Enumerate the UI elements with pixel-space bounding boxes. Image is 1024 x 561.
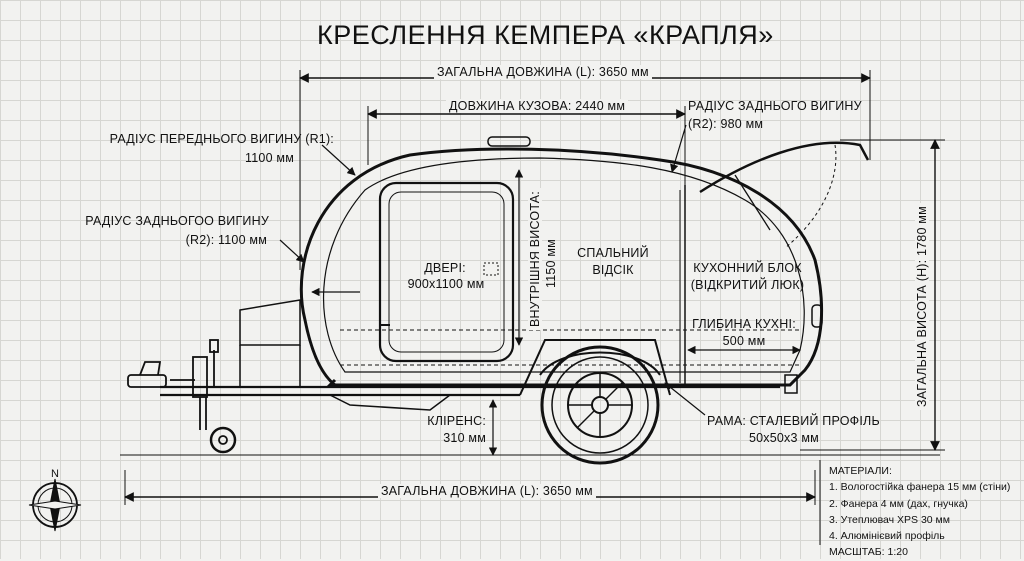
total-height-label: ЗАГАЛЬНА ВИСОТА (H): 1780 мм: [915, 203, 930, 410]
wheel: [540, 345, 660, 465]
material-item-3: 3. Утеплювач XPS 30 мм: [829, 513, 950, 526]
kitchen-depth-value: 500 мм: [722, 334, 766, 348]
door-outline: [378, 181, 515, 363]
frame-value: 50x50x3 мм: [749, 431, 819, 445]
rear-radius-top-title: РАДІУС ЗАДНЬОГО ВИГИНУ: [688, 99, 862, 113]
total-length-top-label: ЗАГАЛЬНА ДОВЖИНА (L): 3650 мм: [434, 65, 652, 80]
total-length-bottom-label: ЗАГАЛЬНА ДОВЖИНА (L): 3650 мм: [378, 484, 596, 499]
chassis-frame: [160, 339, 780, 411]
material-item-4: 4. Алюмінієвий профіль: [829, 530, 945, 543]
sleeping-area-line2: ВІДСІК: [592, 263, 634, 277]
total-height-dim: [800, 139, 945, 451]
front-radius-value: 1100 мм: [245, 151, 294, 165]
materials-box: МАТЕРІАЛИ: 1. Вологостійка фанера 15 мм …: [829, 463, 1010, 561]
material-item-2: 2. Фанера 4 мм (дах, гнучка): [829, 497, 968, 510]
kitchen-line1: КУХОННИЙ БЛОК: [693, 261, 802, 275]
material-item-1: 1. Вологостійка фанера 15 мм (стіни): [829, 481, 1011, 494]
scale-label: МАСШТАБ: 1:20: [829, 546, 908, 559]
page-title: КРЕСЛЕННЯ КЕМПЕРА «КРАПЛЯ»: [317, 20, 774, 50]
rear-radius-top-value: (R2): 980 мм: [688, 117, 764, 131]
hitch: [127, 339, 237, 454]
kitchen-depth-title: ГЛИБИНА КУХНІ:: [692, 317, 796, 331]
inner-height-title: ВНУТРІШНЯ ВИСОТА:: [528, 188, 543, 330]
clearance-title: КЛІРЕНС:: [427, 414, 486, 428]
rear-radius-left-title: РАДІУС ЗАДНЬОГОО ВИГИНУ: [85, 214, 269, 228]
sleeping-area-line1: СПАЛЬНИЙ: [577, 246, 649, 260]
door-value: 900x1100 мм: [407, 277, 485, 291]
door-title: ДВЕРІ:: [424, 261, 466, 275]
kitchen-line2: (ВІДКРИТИЙ ЛЮК): [690, 278, 805, 292]
front-radius-title: РАДІУС ПЕРЕДНЬОГО ВИГИНУ (R1):: [109, 132, 334, 146]
compass-north-label: N: [51, 468, 60, 480]
rear-radius-left-value: (R2): 1100 мм: [185, 233, 267, 247]
inner-height-value: 1150 мм: [544, 239, 558, 288]
kitchen-hatch: [699, 141, 870, 194]
materials-heading: МАТЕРІАЛИ:: [829, 465, 892, 477]
frame-title: РАМА: СТАЛЕВИЙ ПРОФІЛЬ: [707, 414, 880, 428]
body-length-label: ДОВЖИНА КУЗОВА: 2440 мм: [446, 99, 629, 114]
body-length-dim: [367, 106, 686, 185]
compass-rose-icon: [28, 478, 82, 532]
clearance-value: 310 мм: [443, 431, 486, 445]
camper-body-outline: [299, 147, 823, 387]
